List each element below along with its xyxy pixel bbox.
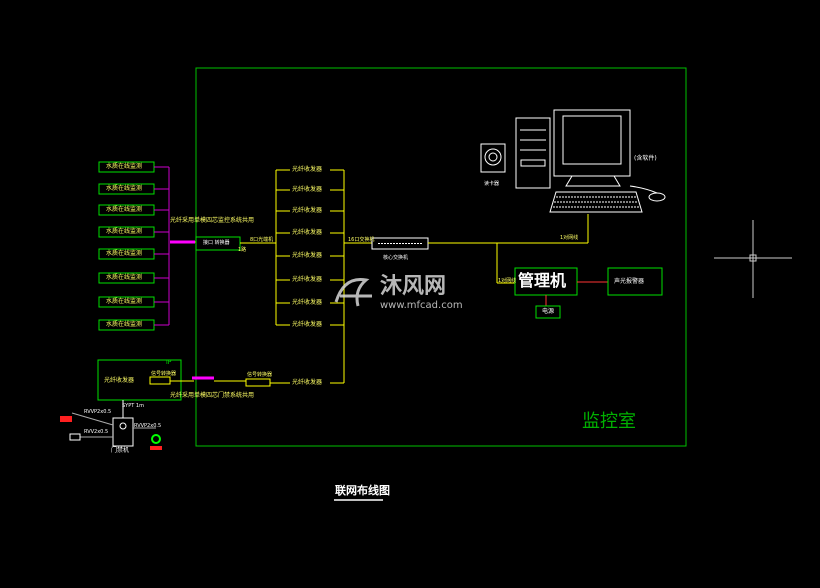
management-label: 管理机: [518, 271, 567, 290]
lock-red-icon: [60, 416, 72, 422]
core-switch-label: 核心交换机: [383, 255, 409, 261]
exit-button-icon: [151, 434, 161, 444]
monitor-note: (含软件): [634, 155, 657, 162]
water-meter-label-4: 水质在线监测: [106, 228, 143, 235]
small-converter-label-1: 信号转换器: [151, 371, 177, 377]
gate-sub-label: SYPT 1m: [122, 403, 144, 409]
card-reader-label: 读卡器: [484, 181, 500, 187]
gate-tag: IP: [166, 359, 172, 366]
water-meter-wires: [154, 166, 170, 326]
fiber-note-bottom: 光纤采用单模四芯门禁系统共用: [170, 392, 255, 399]
link-label-pc: 1对网线: [560, 235, 579, 241]
converter-top-tag: 1路: [238, 247, 247, 253]
gate-cable-3: RVVP2x0.5: [134, 423, 162, 429]
diagram-title: 联网布线图: [335, 484, 390, 497]
monitor-room-frame: [195, 67, 687, 447]
gate-controller-icon: [71, 400, 156, 447]
gate-controller-label: 门禁机: [111, 447, 130, 454]
gate-box: [97, 359, 182, 401]
transceiver-label-7: 光纤收发器: [292, 299, 323, 306]
watermark-logo-icon: [334, 277, 372, 307]
crosshair-icon: [714, 220, 792, 298]
port-label-switch: 16口交换机: [348, 237, 375, 243]
gate-box-label: 光纤收发器: [104, 377, 135, 384]
power-label: 电源: [542, 308, 555, 315]
fiber-note-top: 光纤采用单模四芯监控系统共用: [170, 217, 255, 224]
transceiver-label-8: 光纤收发器: [292, 321, 323, 328]
water-meter-label-3: 水质在线监测: [106, 206, 143, 213]
button-white-icon: [69, 433, 81, 441]
card-reader-icon: [480, 143, 506, 173]
transceiver-label-6: 光纤收发器: [292, 276, 323, 283]
water-meter-label-6: 水质在线监测: [106, 274, 143, 281]
gate-cable-2: RVV2x0.5: [84, 429, 109, 435]
link-label-mgmt: 1对网线: [498, 278, 517, 284]
core-switch: [371, 237, 429, 250]
water-meter-label-7: 水质在线监测: [106, 298, 143, 305]
monitor-room-label: 监控室: [582, 411, 636, 432]
transceiver-label-5: 光纤收发器: [292, 252, 323, 259]
port-label-left: 8口光端机: [250, 237, 274, 243]
water-meter-label-8: 水质在线监测: [106, 321, 143, 328]
converter-top-label: 接口 转换器: [203, 240, 230, 246]
watermark-url: www.mfcad.com: [380, 300, 463, 311]
gate-cable-1: RVVP2x0.5: [84, 409, 112, 415]
water-meter-label-5: 水质在线监测: [106, 250, 143, 257]
computer-icon: [515, 109, 666, 213]
alarm-label: 声光报警器: [614, 278, 645, 285]
water-meter-label-1: 水质在线监测: [106, 163, 143, 170]
water-meter-label-2: 水质在线监测: [106, 185, 143, 192]
transceiver-label-3: 光纤收发器: [292, 207, 323, 214]
small-converter-label-2: 信号转换器: [247, 372, 273, 378]
transceiver-label-2: 光纤收发器: [292, 186, 323, 193]
alarm-box: [607, 267, 663, 296]
watermark-text: 沐风网: [380, 274, 447, 299]
transceiver-label-1: 光纤收发器: [292, 166, 323, 173]
transceiver-label-9: 光纤收发器: [292, 379, 323, 386]
transceiver-label-4: 光纤收发器: [292, 229, 323, 236]
power-box: [535, 305, 561, 319]
transceiver-column-wires: [270, 169, 372, 384]
